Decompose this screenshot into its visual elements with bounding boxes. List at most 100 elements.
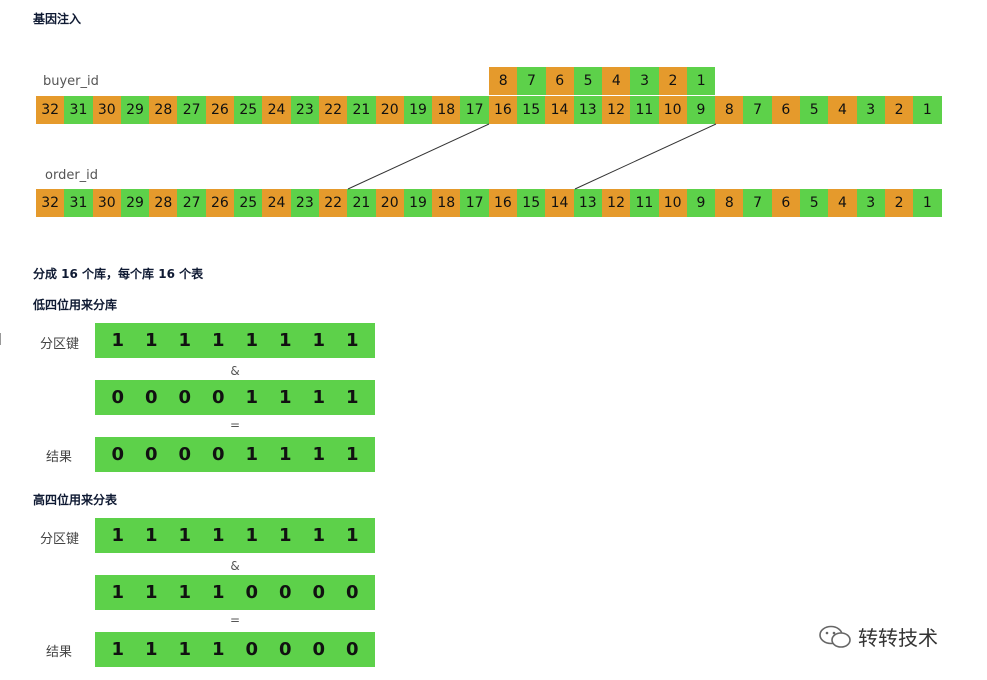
bit-cell: 8 <box>489 67 518 95</box>
binary-digit: 1 <box>312 330 326 351</box>
binary-digit: 1 <box>278 525 292 546</box>
bit-cell: 19 <box>403 96 433 124</box>
bit-cell: 28 <box>149 189 178 217</box>
binary-digit: 1 <box>144 525 158 546</box>
high-and-op: & <box>230 559 240 573</box>
bit-cell: 4 <box>602 67 631 95</box>
binary-digit: 1 <box>111 582 125 603</box>
bit-cell: 8 <box>715 189 744 217</box>
bit-cell: 14 <box>545 96 574 124</box>
binary-digit: 1 <box>211 525 225 546</box>
bit-cell: 7 <box>743 189 772 217</box>
bit-cell: 19 <box>403 189 433 217</box>
binary-digit: 1 <box>312 525 326 546</box>
binary-digit: 1 <box>211 639 225 660</box>
low-result-label: 结果 <box>46 450 73 465</box>
bit-cell: 6 <box>771 96 801 124</box>
bit-cell: 23 <box>290 189 319 217</box>
binary-digit: 1 <box>178 330 192 351</box>
bit-cell: 7 <box>743 96 772 124</box>
bit-cell: 25 <box>234 189 263 217</box>
bit-cell: 5 <box>800 189 829 217</box>
bit-cell: 24 <box>262 96 291 124</box>
bit-cell: 24 <box>262 189 291 217</box>
bit-cell: 1 <box>687 67 716 95</box>
high-eq-op: = <box>229 613 241 627</box>
bit-cell: 26 <box>205 96 235 124</box>
bit-cell: 3 <box>630 67 659 95</box>
bit-cell: 32 <box>36 96 65 124</box>
binary-digit: 0 <box>111 387 125 408</box>
binary-digit: 0 <box>211 387 225 408</box>
bit-cell: 3 <box>856 96 885 124</box>
binary-digit: 0 <box>111 444 125 465</box>
bit-cell: 12 <box>601 96 631 124</box>
bit-cell: 6 <box>771 189 801 217</box>
bit-cell: 2 <box>884 96 914 124</box>
bit-cell: 18 <box>432 189 461 217</box>
binary-digit: 0 <box>345 582 359 603</box>
bit-cell: 15 <box>517 96 546 124</box>
bit-cell: 1 <box>913 189 942 217</box>
binary-digit: 1 <box>178 639 192 660</box>
bit-cell: 2 <box>658 67 688 95</box>
binary-digit: 1 <box>111 639 125 660</box>
bit-cell: 7 <box>517 67 546 95</box>
binary-digit: 0 <box>312 582 326 603</box>
bit-cell: 20 <box>375 96 404 124</box>
bit-cell: 28 <box>149 96 178 124</box>
bit-cell: 30 <box>92 96 121 124</box>
bit-cell: 27 <box>177 189 206 217</box>
bit-cell: 13 <box>573 189 602 217</box>
binary-digit: 1 <box>345 525 359 546</box>
watermark-text: 转转技术 <box>858 626 938 650</box>
binary-digit: 0 <box>178 444 192 465</box>
gene-line-left <box>347 123 490 190</box>
gene-injection-lines <box>347 123 717 190</box>
low-eq-op: = <box>229 418 241 432</box>
bit-cell: 16 <box>488 189 518 217</box>
gene-line-right <box>574 123 717 190</box>
bit-cell: 30 <box>92 189 121 217</box>
bit-cell: 23 <box>290 96 319 124</box>
bit-cell: 3 <box>856 189 885 217</box>
bit-cell: 1 <box>913 96 942 124</box>
low-key-label: 分区键 <box>40 337 80 352</box>
bit-cell: 17 <box>460 96 489 124</box>
bit-cell: 20 <box>375 189 404 217</box>
bit-cell: 32 <box>36 189 65 217</box>
bit-cell: 5 <box>800 96 829 124</box>
high-key-label: 分区键 <box>40 532 80 547</box>
bit-cell: 22 <box>318 189 348 217</box>
bit-cell: 21 <box>347 96 376 124</box>
bit-cell: 4 <box>828 96 857 124</box>
bit-cell: 31 <box>64 96 93 124</box>
binary-digit: 0 <box>312 639 326 660</box>
bit-cell: 9 <box>686 96 716 124</box>
bit-cell: 29 <box>120 189 150 217</box>
binary-digit: 1 <box>178 582 192 603</box>
bit-cell: 22 <box>318 96 348 124</box>
bit-cell: 2 <box>884 189 914 217</box>
bit-cell: 4 <box>828 189 857 217</box>
bit-cell: 8 <box>715 96 744 124</box>
binary-digit: 1 <box>111 330 125 351</box>
binary-digit: 1 <box>245 387 259 408</box>
bit-cell: 26 <box>205 189 235 217</box>
binary-digit: 1 <box>345 444 359 465</box>
page-title: 基因注入 <box>33 12 82 26</box>
binary-digit: 0 <box>144 444 158 465</box>
binary-digit: 0 <box>245 582 259 603</box>
bit-cell: 10 <box>658 96 687 124</box>
wechat-icon <box>819 625 851 648</box>
binary-digit: 1 <box>345 330 359 351</box>
binary-digit: 1 <box>144 330 158 351</box>
bit-cell: 12 <box>601 189 631 217</box>
buyer-id-label: buyer_id <box>43 74 99 89</box>
